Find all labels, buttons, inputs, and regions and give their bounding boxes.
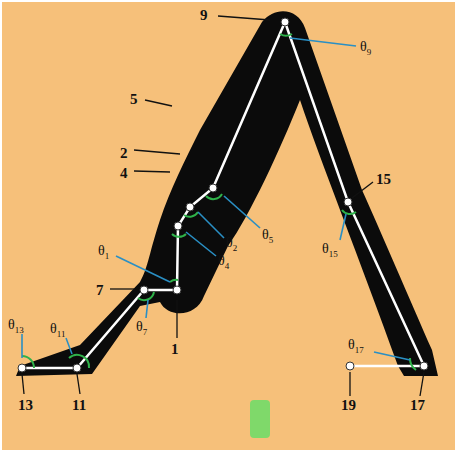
callout-number: 15 [376,172,391,187]
callout-number: 19 [341,398,356,413]
angle-label: θ13 [8,318,24,335]
angle-label: θ15 [322,242,338,259]
callout-number: 7 [96,283,104,298]
angle-arcs [22,34,416,370]
callout-number: 2 [120,146,128,161]
callout-number: 1 [171,342,179,357]
angle-label: θ17 [348,338,364,355]
angle-label: θ9 [360,40,371,57]
callout-number: 11 [72,398,86,413]
callout-number: 17 [410,398,425,413]
skeleton-lines [22,22,424,368]
callout-number: 4 [120,166,128,181]
leader-lines [22,16,424,396]
angle-leaders [22,38,410,360]
angle-label: θ2 [226,236,237,253]
callout-number: 13 [18,398,33,413]
callout-number: 9 [200,8,208,23]
green-mark [250,400,270,438]
angle-label: θ5 [262,228,273,245]
callout-number: 5 [130,92,138,107]
angle-label: θ4 [218,254,229,271]
joint-points [18,18,428,372]
body-silhouette [16,11,438,376]
angle-label: θ7 [136,320,147,337]
angle-label: θ11 [50,322,65,339]
angle-label: θ1 [98,244,109,261]
